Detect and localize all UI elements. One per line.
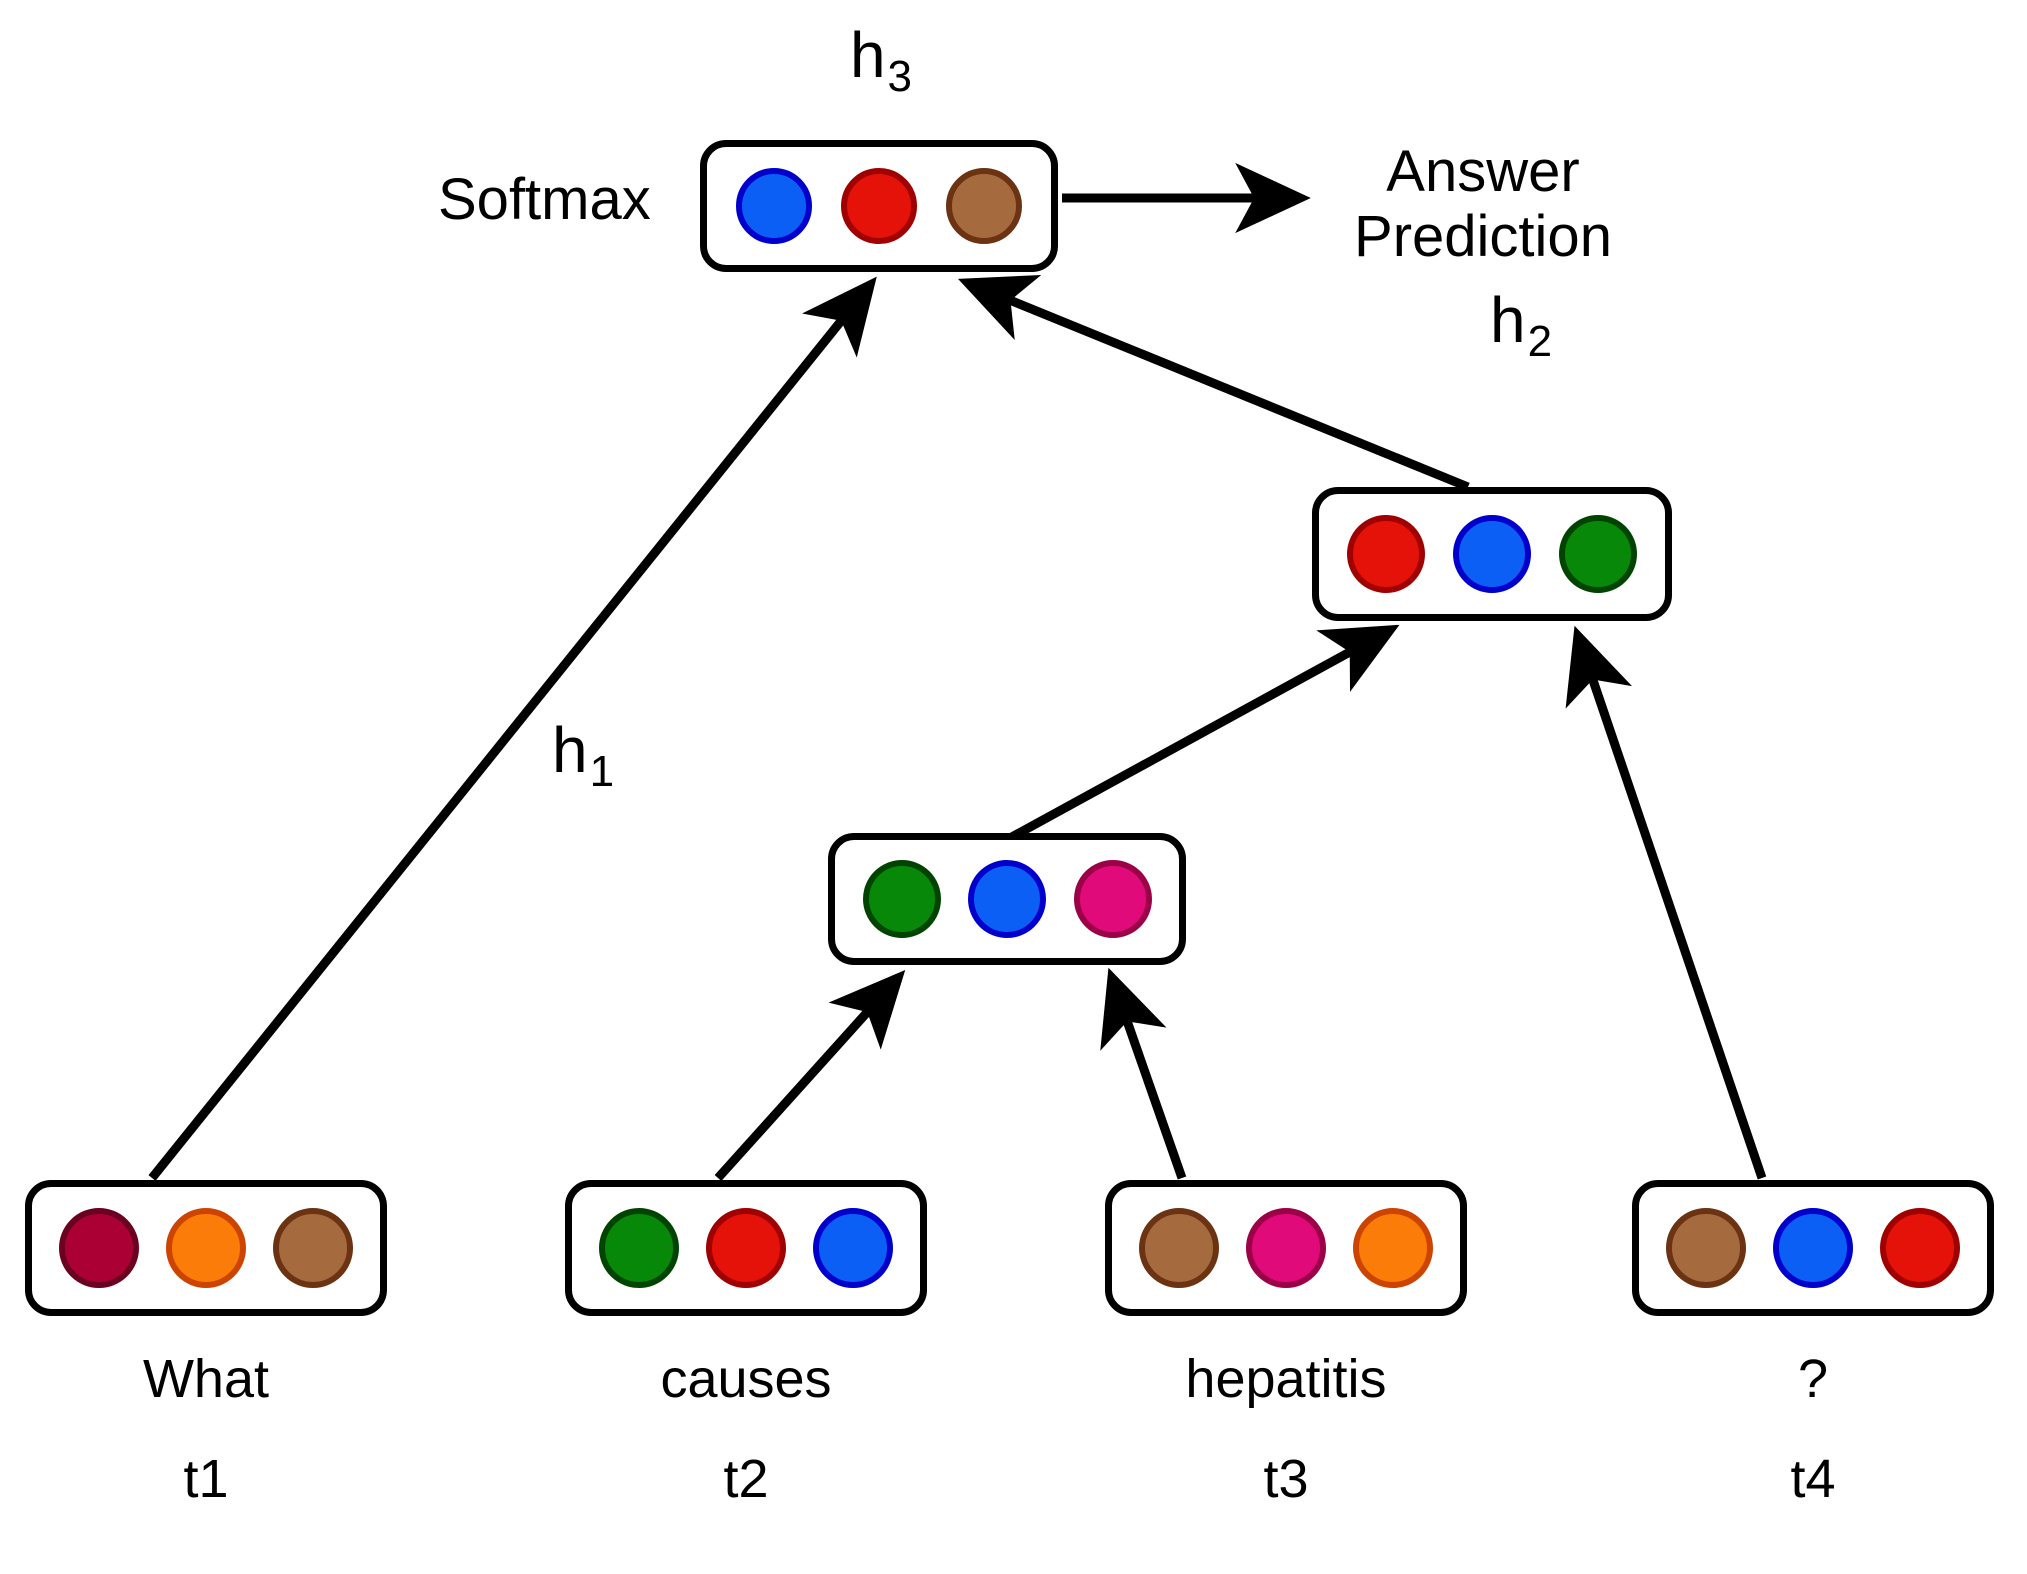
hmid-cell-2 [968, 860, 1046, 938]
token-4-vector-box[interactable] [1632, 1180, 1994, 1316]
token-1-word: What [142, 1349, 270, 1409]
token-3-time: t3 [1263, 1449, 1309, 1509]
h3-label: h3 [700, 19, 1060, 101]
softmax-label: Softmax [438, 167, 651, 232]
t2-cell-3 [813, 1208, 893, 1288]
h1-label: h1 [552, 714, 614, 796]
h2-vector-box[interactable] [1312, 487, 1672, 621]
h3-label-text: h [849, 19, 886, 91]
token-1-time: t1 [183, 1449, 229, 1509]
edge-hmid-to-h2 [1007, 624, 1400, 842]
t4-cell-3 [1880, 1208, 1960, 1288]
t3-cell-2 [1246, 1208, 1326, 1288]
h2-cell-3 [1559, 515, 1637, 593]
token-4-word: ? [1797, 1349, 1829, 1409]
h1-label-sub: 1 [589, 747, 615, 796]
h2-cell-1 [1347, 515, 1425, 593]
token-1-vector-box[interactable] [25, 1180, 387, 1316]
t3-cell-3 [1353, 1208, 1433, 1288]
h1-label-text: h [552, 714, 588, 786]
token-3-vector-box[interactable] [1105, 1180, 1467, 1316]
edge-t4-to-h2 [1565, 625, 1767, 1180]
t1-cell-2 [166, 1208, 246, 1288]
token-2-word: causes [660, 1349, 832, 1409]
answer-line-2: Prediction [1354, 203, 1612, 269]
t2-cell-1 [599, 1208, 679, 1288]
token-3-word: hepatitis [1185, 1349, 1387, 1409]
h3-cell-1 [736, 168, 812, 244]
t1-cell-3 [273, 1208, 353, 1288]
hidden-mid-vector-box[interactable] [828, 833, 1186, 965]
h2-label-text: h [1490, 284, 1526, 356]
h3-cell-3 [946, 168, 1022, 244]
t4-cell-2 [1773, 1208, 1853, 1288]
answer-line-1: Answer [1386, 139, 1580, 204]
token-2-time: t2 [723, 1449, 769, 1509]
token-2-vector-box[interactable] [565, 1180, 927, 1316]
edge-t2-to-hmid [714, 969, 906, 1182]
t4-cell-1 [1666, 1208, 1746, 1288]
h2-label: h2 [1490, 284, 1552, 366]
h2-label-sub: 2 [1527, 317, 1553, 366]
hmid-cell-1 [862, 860, 941, 938]
h3-cell-2 [841, 168, 917, 244]
edge-h2-to-h3 [958, 274, 1470, 492]
t3-cell-1 [1139, 1208, 1219, 1288]
hmid-cell-3 [1073, 860, 1152, 938]
h3-vector-box[interactable] [700, 140, 1058, 272]
edge-t3-to-hmid [1100, 967, 1187, 1180]
h3-label-sub: 3 [887, 52, 913, 101]
edge-t1-to-h3 [148, 276, 877, 1181]
answer-prediction-label: Answer Prediction [1318, 139, 1648, 270]
token-4-time: t4 [1790, 1449, 1836, 1509]
h2-cell-2 [1453, 515, 1531, 593]
t2-cell-2 [706, 1208, 786, 1288]
t1-cell-1 [59, 1208, 139, 1288]
